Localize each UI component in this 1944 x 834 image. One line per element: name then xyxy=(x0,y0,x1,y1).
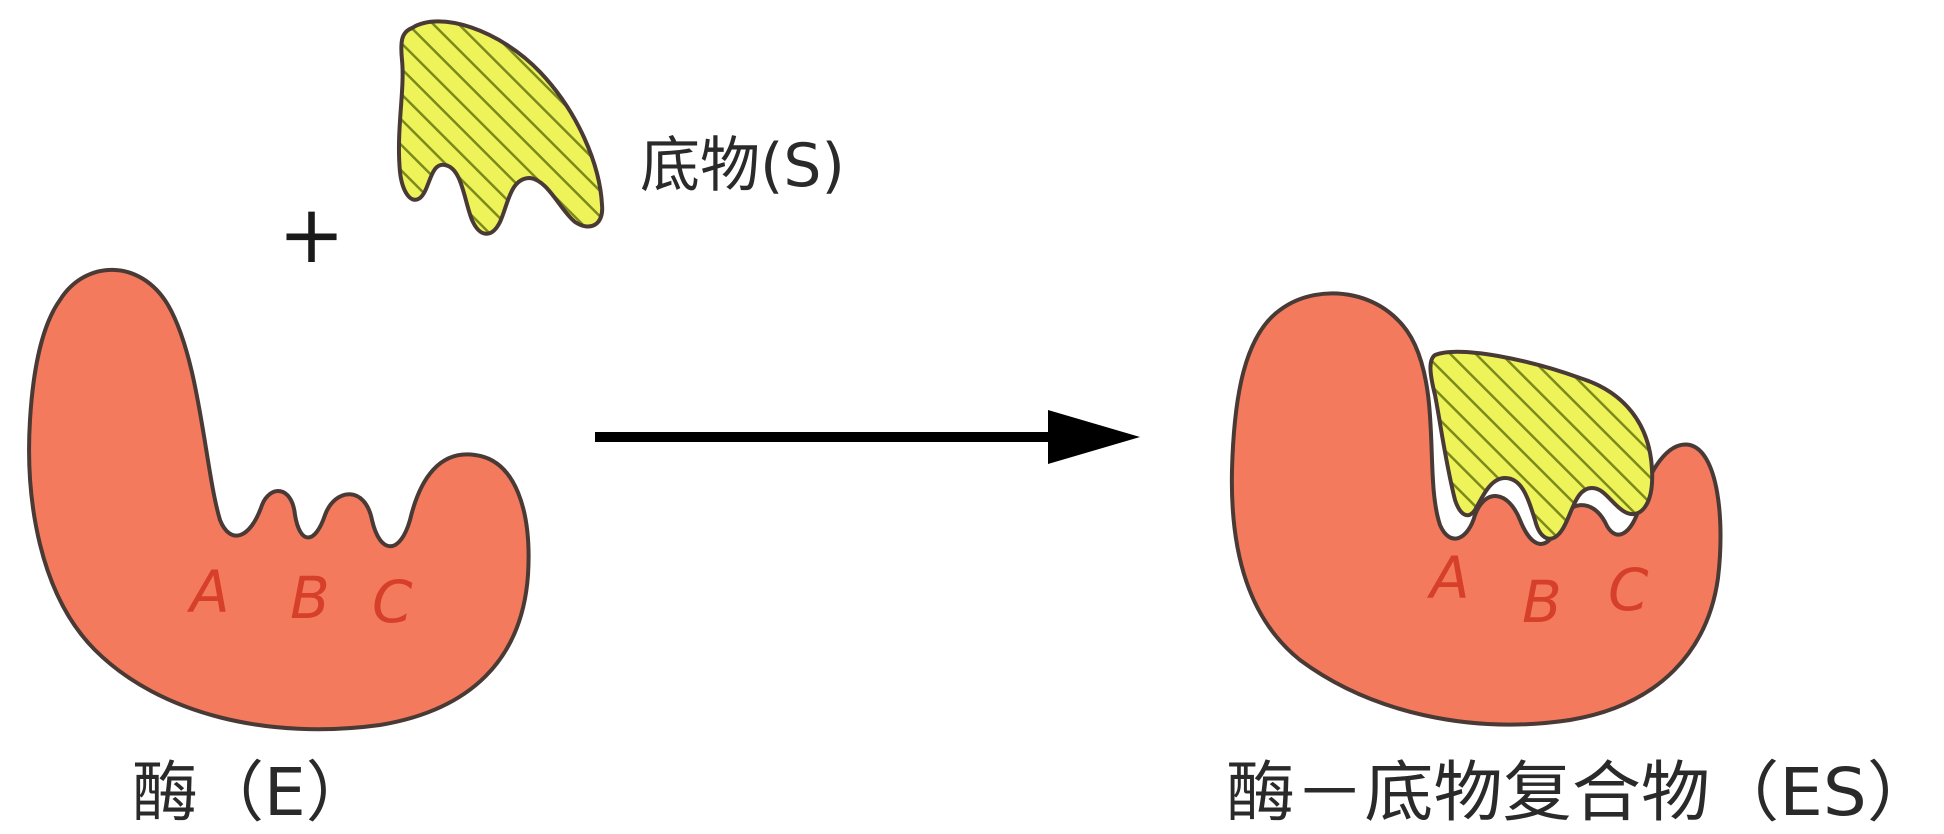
complex-substrate-shape xyxy=(1428,349,1655,541)
complex-active-site-c: C xyxy=(1608,556,1649,624)
substrate-label: 底物(S) xyxy=(640,131,845,201)
complex-active-site-a: A xyxy=(1426,544,1470,612)
substrate-shape xyxy=(396,19,605,236)
enzyme-shape xyxy=(27,267,531,732)
enzyme-label: 酶（E） xyxy=(132,754,372,831)
plus-sign: + xyxy=(278,188,345,281)
complex-label: 酶－底物复合物（ES） xyxy=(1226,754,1936,831)
active-site-b: B xyxy=(290,564,330,632)
active-site-a: A xyxy=(186,558,230,626)
reaction-arrow-head xyxy=(1048,410,1140,464)
complex-enzyme-shape xyxy=(1229,291,1723,727)
complex-active-site-b: B xyxy=(1522,568,1562,636)
active-site-c: C xyxy=(372,568,413,636)
